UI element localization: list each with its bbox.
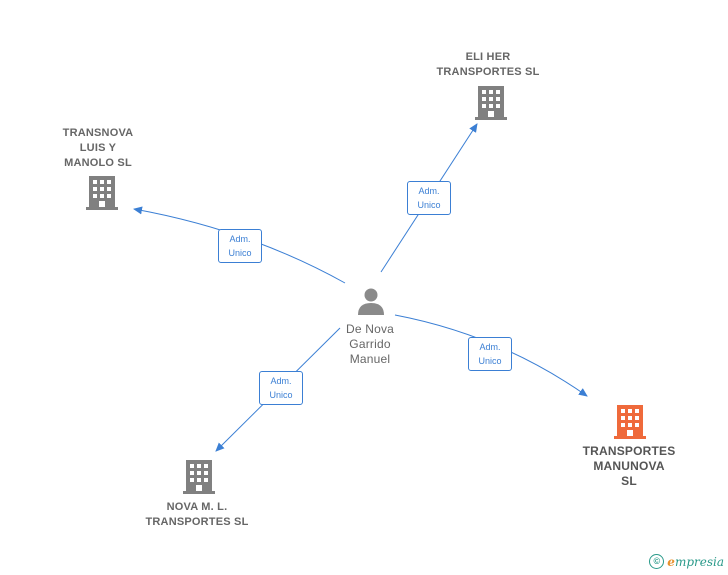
building-icon[interactable] <box>86 176 118 210</box>
person-node-label[interactable]: De Nova Garrido Manuel <box>320 322 420 367</box>
brand-initial: e <box>667 554 675 569</box>
edge-label-line: Adm. <box>479 342 501 352</box>
company-name-line: TRANSPORTES SL <box>145 516 249 528</box>
edge-label-line: Unico <box>417 200 441 210</box>
edge-label-line: Adm. <box>270 376 292 386</box>
company-name-line: SL <box>621 474 637 488</box>
edge-label-transnova: Adm. Unico <box>218 229 262 263</box>
company-label-nova-ml[interactable]: NOVA M. L. TRANSPORTES SL <box>127 500 267 530</box>
company-name-line: TRANSNOVA <box>62 127 134 139</box>
person-icon[interactable] <box>356 286 386 316</box>
copyright-icon: © <box>649 554 665 569</box>
company-name-line: TRANSPORTES <box>582 444 676 458</box>
edge-label-line: Adm. <box>229 234 251 244</box>
copyright-footer[interactable]: © empresia <box>649 554 724 569</box>
building-icon[interactable] <box>183 460 215 494</box>
edge-label-eli-her: Adm. Unico <box>407 181 451 215</box>
building-icon-main[interactable] <box>614 405 646 439</box>
company-label-manunova[interactable]: TRANSPORTES MANUNOVA SL <box>570 444 688 489</box>
person-name-line: De Nova <box>345 322 395 336</box>
edge-label-line: Adm. <box>418 186 440 196</box>
company-name-line: TRANSPORTES SL <box>436 66 540 78</box>
brand-logo: empresia <box>667 555 724 569</box>
company-name-line: MANOLO SL <box>64 157 132 169</box>
person-name-line: Garrido <box>349 337 391 351</box>
company-label-eli-her[interactable]: ELI HER TRANSPORTES SL <box>418 50 558 80</box>
company-label-transnova[interactable]: TRANSNOVA LUIS Y MANOLO SL <box>38 126 158 171</box>
building-icon[interactable] <box>475 86 507 120</box>
company-name-line: MANUNOVA <box>593 459 665 473</box>
edge-label-line: Unico <box>269 390 293 400</box>
brand-rest: mpresia <box>674 554 724 569</box>
company-name-line: ELI HER <box>465 51 511 63</box>
edge-label-manunova: Adm. Unico <box>468 337 512 371</box>
edge-label-nova-ml: Adm. Unico <box>259 371 303 405</box>
company-name-line: LUIS Y <box>79 142 117 154</box>
company-name-line: NOVA M. L. <box>166 501 228 513</box>
edge-label-line: Unico <box>228 248 252 258</box>
edge-label-line: Unico <box>478 356 502 366</box>
person-name-line: Manuel <box>349 352 391 366</box>
